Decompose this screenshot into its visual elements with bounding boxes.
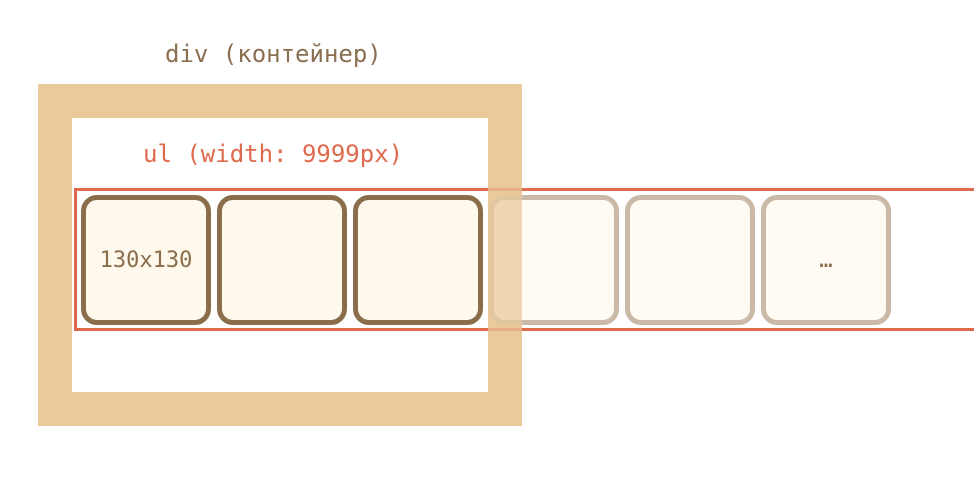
list-item-4	[489, 195, 619, 325]
div-container	[38, 84, 522, 426]
list-label: ul (width: 9999px)	[143, 140, 404, 168]
ul-box	[74, 188, 974, 331]
container-label: div (контейнер)	[165, 40, 382, 68]
list-item-3	[353, 195, 483, 325]
list-item-1: 130x130	[81, 195, 211, 325]
list-item-ellipsis: …	[761, 195, 891, 325]
list-item-2	[217, 195, 347, 325]
list-item-5	[625, 195, 755, 325]
